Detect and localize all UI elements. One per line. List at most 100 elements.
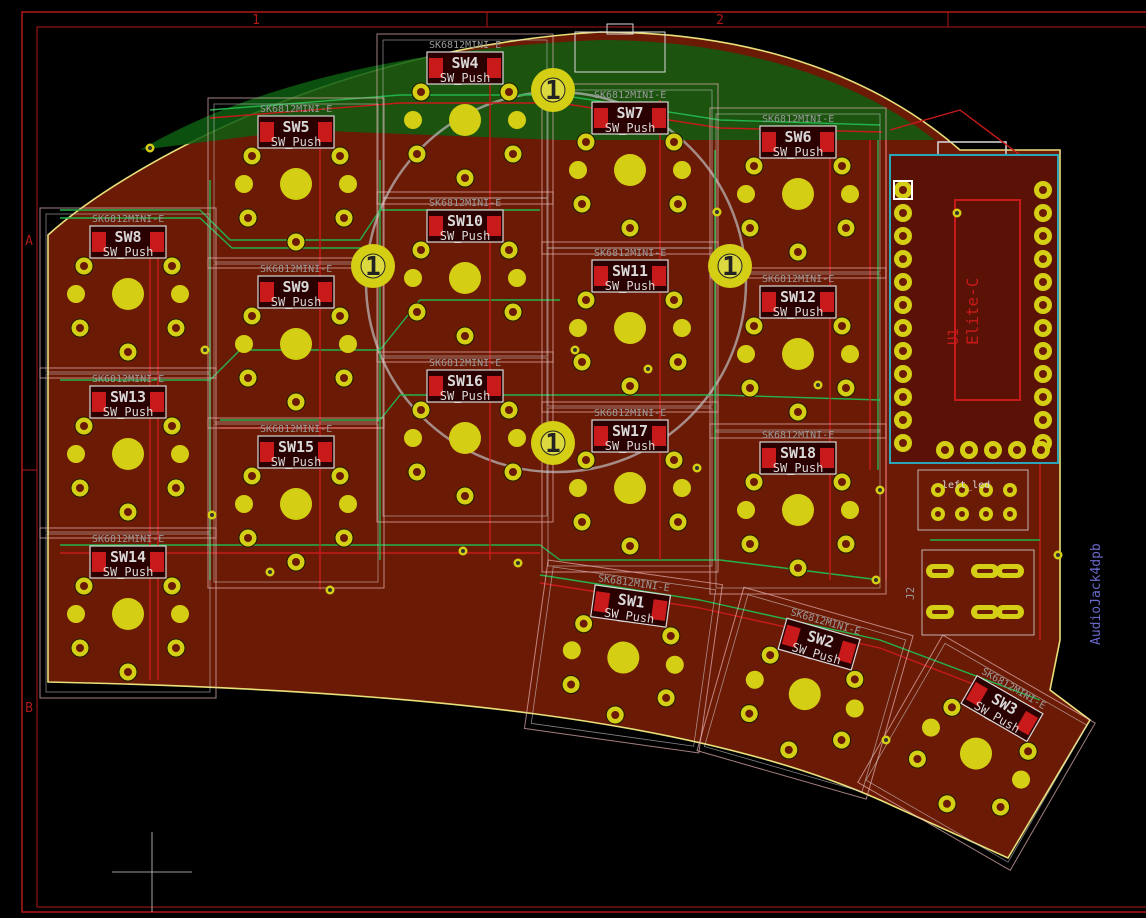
- switch-ref: SW18: [780, 444, 816, 462]
- switch-pin-drill: [505, 246, 513, 254]
- switch-pin-drill: [292, 238, 300, 246]
- switch-courtyard: [709, 107, 887, 279]
- led-pad: [487, 216, 501, 236]
- mcu-pin-drill: [899, 255, 907, 263]
- switch-pin-drill: [172, 324, 180, 332]
- mcu-pin1-marker: [893, 180, 913, 200]
- switch-ref: SW13: [110, 388, 146, 406]
- switch-side-hole: [845, 699, 864, 718]
- switch-pin-drill: [842, 224, 850, 232]
- switch-sub-label: SW_Push: [271, 455, 322, 469]
- switch-pin-drill: [244, 374, 252, 382]
- switch-pin-drill: [611, 710, 620, 719]
- switch-pin-drill: [794, 564, 802, 572]
- led-pad: [652, 426, 666, 446]
- switch-courtyard: [541, 83, 719, 255]
- switch-pin-drill: [413, 150, 421, 158]
- audio-jack-slot: [932, 610, 948, 614]
- via-drill: [203, 348, 207, 352]
- mounting-hole: 1: [351, 244, 395, 288]
- switch-side-hole: [745, 670, 764, 689]
- led-pad: [652, 108, 666, 128]
- switch-pin-drill: [505, 88, 513, 96]
- switch-side-hole: [569, 161, 587, 179]
- switch-side-hole: [508, 429, 526, 447]
- switch-courtyard: [207, 257, 385, 429]
- switch-side-hole: [841, 501, 859, 519]
- via-drill: [646, 367, 650, 371]
- switch-pin-drill: [674, 200, 682, 208]
- mcu-pin-drill: [1039, 324, 1047, 332]
- led-pad: [150, 552, 164, 572]
- switch-pin-drill: [913, 755, 922, 764]
- switch-side-hole: [673, 161, 691, 179]
- switch-pin-drill: [746, 540, 754, 548]
- switch-courtyard: [709, 267, 887, 439]
- switch-pin-drill: [413, 308, 421, 316]
- led-connector-drill: [935, 511, 941, 517]
- frame-outer: [21, 11, 1146, 913]
- mcu-pin-drill: [941, 446, 949, 454]
- led-label: SK6812MINI-E: [594, 90, 666, 101]
- led-pad: [429, 376, 443, 396]
- led-pad: [837, 640, 857, 664]
- switch-sub-label: SW_Push: [103, 245, 154, 259]
- switch-center-hole: [280, 328, 312, 360]
- switch-pin-drill: [662, 693, 671, 702]
- switch-pin-drill: [766, 651, 775, 660]
- switch-outline: [715, 429, 881, 589]
- switch-pin-drill: [509, 150, 517, 158]
- switch-sub-label: SW_Push: [440, 229, 491, 243]
- switch-pin-drill: [336, 312, 344, 320]
- switch-pin-drill: [124, 668, 132, 676]
- switch-side-hole: [665, 655, 684, 674]
- mounting-hole-drill: [360, 253, 386, 279]
- switch-pin-drill: [340, 374, 348, 382]
- switch-outline: [213, 263, 379, 423]
- switch-sub-label: SW_Push: [603, 605, 655, 626]
- switch-pin-drill: [746, 384, 754, 392]
- switch-sub-label: SW_Push: [271, 135, 322, 149]
- led-pad: [1016, 710, 1039, 736]
- switch-ref: SW17: [612, 422, 648, 440]
- led-pad: [762, 292, 776, 312]
- switch-pin-drill: [417, 406, 425, 414]
- switch-courtyard: [696, 586, 914, 800]
- switch-courtyard: [541, 241, 719, 413]
- switch-pin-drill: [670, 456, 678, 464]
- mcu-footprint[interactable]: Elite-CU1: [889, 154, 1059, 464]
- switch-ref: SW16: [447, 372, 483, 390]
- switch-side-hole: [339, 495, 357, 513]
- switch-pin-drill: [248, 472, 256, 480]
- switch-pin-drill: [674, 518, 682, 526]
- led-pad: [260, 442, 274, 462]
- switch-ref: SW10: [447, 212, 483, 230]
- led-label: SK6812MINI-E: [92, 214, 164, 225]
- mounting-hole-drill: [540, 430, 566, 456]
- led-pad: [318, 122, 332, 142]
- switch-pin-drill: [340, 214, 348, 222]
- switch-sub-label: SW_Push: [271, 295, 322, 309]
- switch-pin-drill: [996, 803, 1005, 812]
- switch-pin-drill: [750, 478, 758, 486]
- via-drill: [715, 210, 719, 214]
